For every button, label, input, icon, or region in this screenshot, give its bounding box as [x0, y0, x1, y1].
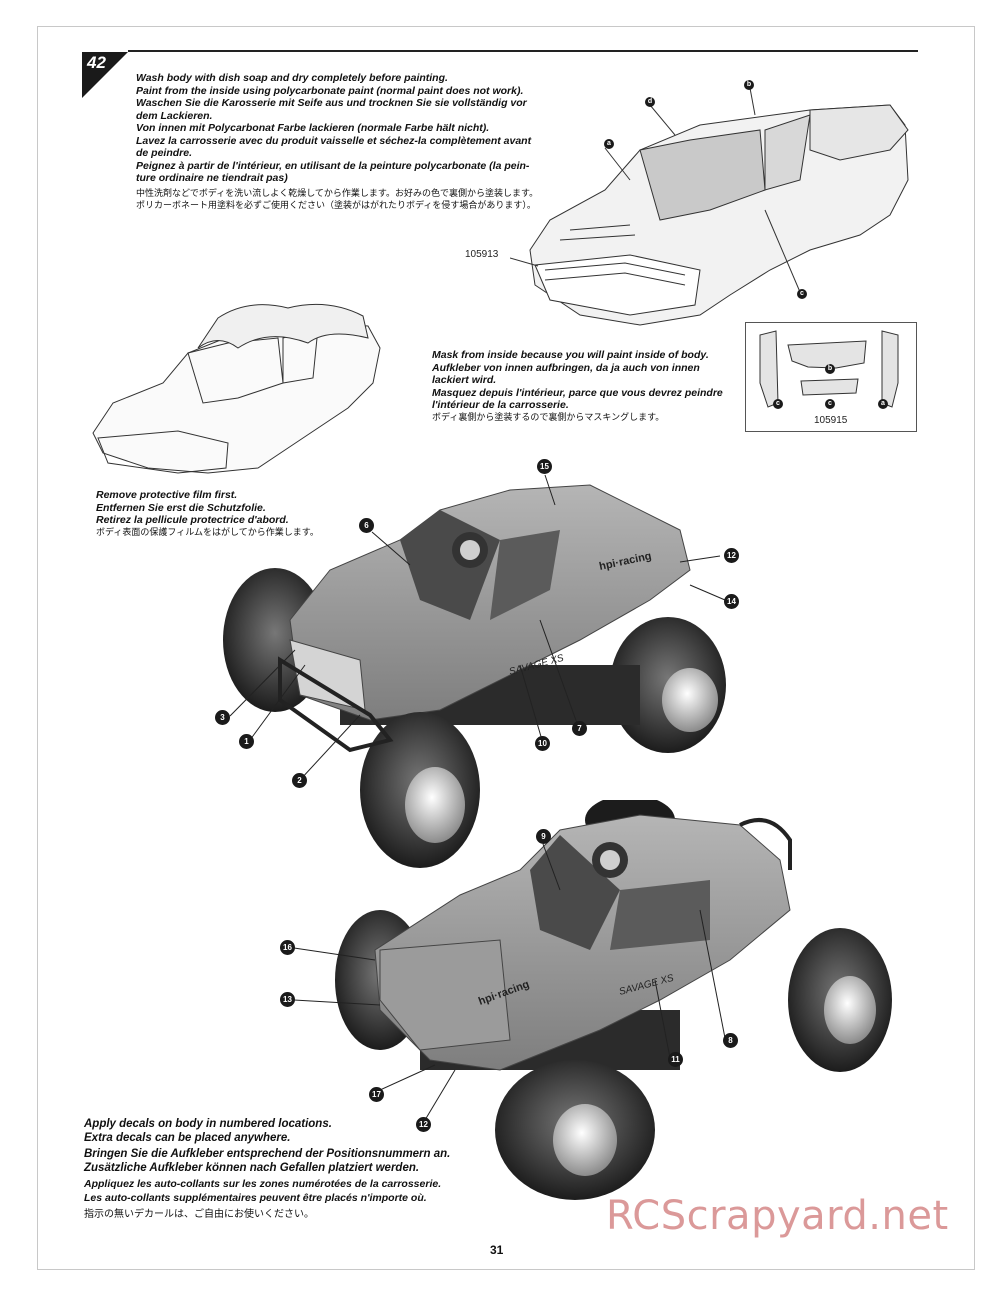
wash-line-jp: ポリカーボネート用塗料を必ずご使用ください（塗装がはがれたりボディを侵す場合があ… — [136, 201, 536, 211]
wash-line: Paint from the inside using polycarbonat… — [136, 84, 524, 97]
decal-instructions: Apply decals on body in numbered locatio… — [84, 1118, 450, 1222]
decal-line-en: Extra decals can be placed anywhere. — [84, 1131, 291, 1144]
decal-line-en: Apply decals on body in numbered locatio… — [84, 1118, 332, 1130]
decal-callout-2: 2 — [292, 773, 307, 788]
mask-callout-c: c — [797, 289, 807, 299]
mask-line: l'intérieur de la carrosserie. — [432, 399, 569, 411]
decal-callout-7: 7 — [572, 721, 587, 736]
body-painting-drawing — [92, 303, 381, 474]
wash-line: Waschen Sie die Karosserie mit Seife aus… — [136, 97, 527, 109]
decal-line-jp: 指示の無いデカールは、ご自由にお使いください。 — [84, 1209, 314, 1220]
mask-line: lackiert wird. — [432, 374, 497, 386]
film-line-jp: ボディ表面の保護フィルムをはがしてから作業します。 — [96, 527, 319, 538]
wash-line-jp: 中性洗剤などでボディを洗い流しよく乾燥してから作業します。お好みの色で裏側から塗… — [136, 188, 539, 199]
wash-line: Von innen mit Polycarbonat Farbe lackier… — [136, 122, 490, 134]
mask-line: Aufkleber von innen aufbringen, da ja au… — [432, 361, 700, 374]
decal-line-fr: Appliquez les auto-collants sur les zone… — [84, 1178, 442, 1190]
mask-sheet-callout-a: a — [878, 399, 888, 409]
header-rule — [128, 50, 918, 52]
mask-sheet-callout-b: b — [825, 364, 835, 374]
decal-callout-9: 9 — [536, 829, 551, 844]
decal-callout-8: 8 — [723, 1033, 738, 1048]
body-part-number: 105913 — [465, 249, 499, 260]
decal-callout-11: 11 — [668, 1052, 683, 1067]
mask-sheet-callout-c: c — [773, 399, 783, 409]
wash-instructions: Wash body with dish soap and dry complet… — [136, 72, 538, 213]
wash-line: ture ordinaire ne tiendrait pas) — [136, 172, 288, 184]
decal-callout-17: 17 — [369, 1087, 384, 1102]
decal-callout-12: 12 — [724, 548, 739, 563]
step-number: 42 — [87, 53, 106, 72]
decal-callout-12-rear: 12 — [416, 1117, 431, 1132]
mask-line: Masquez depuis l'intérieur, parce que vo… — [432, 386, 723, 399]
watermark: RCScrapyard.net — [606, 1193, 949, 1239]
mask-line-jp: ボディ裏側から塗装するので裏側からマスキングします。 — [432, 412, 665, 423]
film-instructions: Remove protective film first. Entfernen … — [96, 489, 319, 539]
mask-callout-b: b — [744, 80, 754, 90]
decal-line-de: Bringen Sie die Aufkleber entsprechend d… — [84, 1148, 451, 1160]
mask-line: Mask from inside because you will paint … — [432, 349, 709, 361]
wash-line: dem Lackieren. — [136, 109, 213, 122]
film-line: Remove protective film first. — [96, 489, 238, 501]
mask-part-number: 105915 — [814, 415, 848, 426]
decal-line-fr: Les auto-collants supplémentaires peuven… — [84, 1191, 427, 1204]
mask-instructions: Mask from inside because you will paint … — [432, 349, 723, 424]
film-line: Retirez la pellicule protectrice d'abord… — [96, 514, 289, 526]
wash-line: Lavez la carrosserie avec du produit vai… — [136, 134, 532, 147]
page-number: 31 — [490, 1243, 504, 1257]
mask-callout-a: a — [604, 139, 614, 149]
decal-callout-6: 6 — [359, 518, 374, 533]
mask-sheet-box: b c c a 105915 — [745, 322, 917, 432]
decal-callout-13: 13 — [280, 992, 295, 1007]
decal-callout-3: 3 — [215, 710, 230, 725]
truck-rear-view: hpi·racing SAVAGE XS — [293, 800, 892, 1200]
decal-line-de: Zusätzliche Aufkleber können nach Gefall… — [84, 1161, 420, 1174]
mask-sheet-callout-c2: c — [825, 399, 835, 409]
decal-callout-14: 14 — [724, 594, 739, 609]
body-shell-drawing — [510, 87, 909, 326]
wash-line: Peignez à partir de l'intérieur, en util… — [136, 159, 530, 172]
decal-callout-16: 16 — [280, 940, 295, 955]
decal-callout-10: 10 — [535, 736, 550, 751]
decal-callout-1: 1 — [239, 734, 254, 749]
wash-line: de peindre. — [136, 147, 193, 159]
mask-callout-d: d — [645, 97, 655, 107]
film-line: Entfernen Sie erst die Schutzfolie. — [96, 501, 266, 514]
wash-line: Wash body with dish soap and dry complet… — [136, 72, 448, 84]
truck-front-view: hpi·racing SAVAGE XS — [223, 474, 726, 868]
decal-callout-15: 15 — [537, 459, 552, 474]
